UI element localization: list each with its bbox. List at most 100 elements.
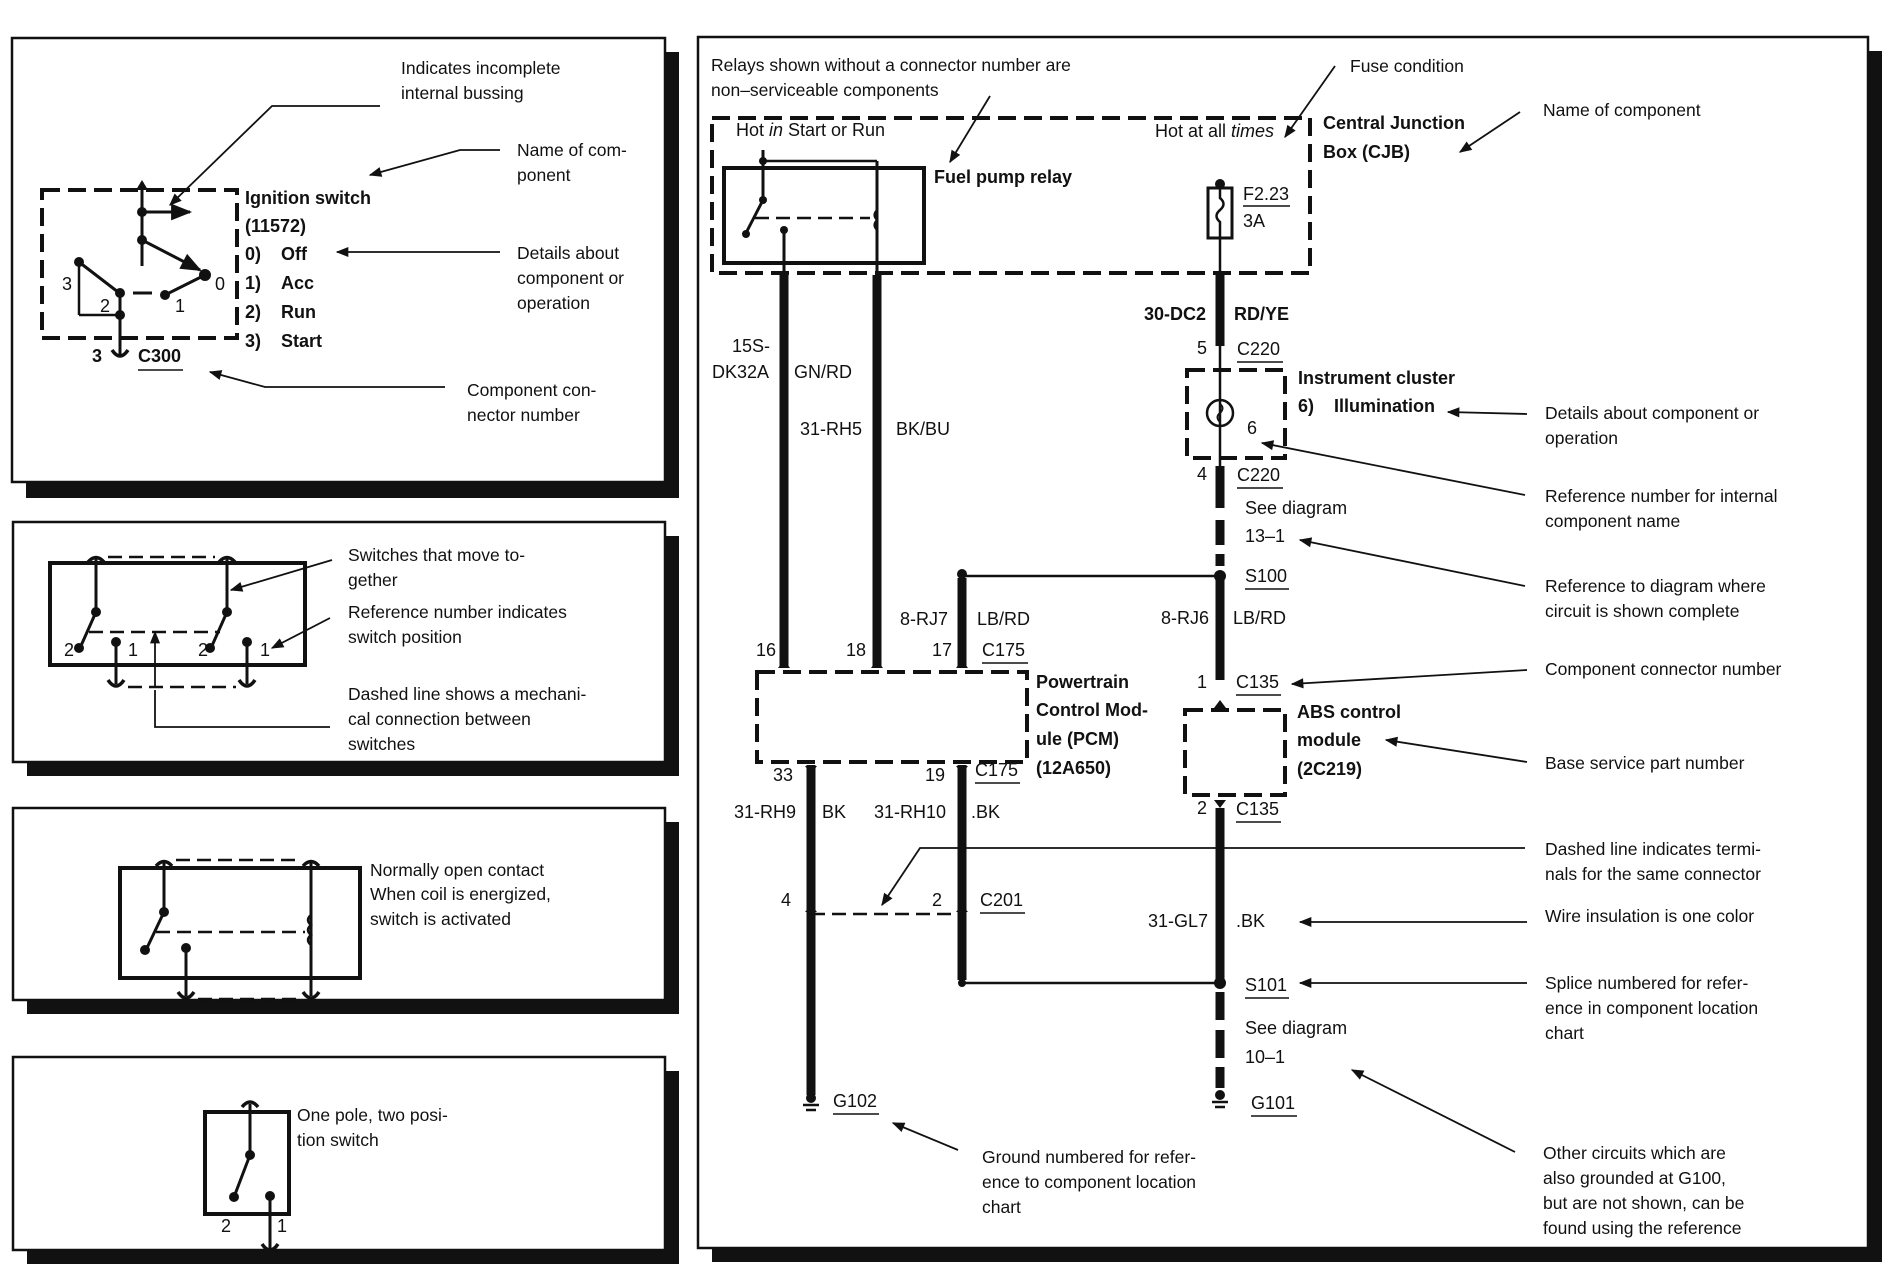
panel-relay: Normally open contact When coil is energ…	[11, 806, 679, 1014]
svg-text:Details about component or: Details about component or	[1545, 403, 1759, 423]
svg-text:Control Mod-: Control Mod-	[1036, 700, 1148, 720]
switch-pos-1: 1	[175, 296, 185, 316]
svg-text:component name: component name	[1545, 511, 1680, 531]
svg-text:Reference number indicates: Reference number indicates	[348, 602, 567, 622]
svg-text:C201: C201	[980, 890, 1023, 910]
svg-text:also grounded at G100,: also grounded at G100,	[1543, 1168, 1726, 1188]
svg-text:.BK: .BK	[971, 802, 1000, 822]
svg-text:4: 4	[781, 890, 791, 910]
svg-text:switches: switches	[348, 734, 415, 754]
svg-text:non–serviceable components: non–serviceable components	[711, 80, 939, 100]
svg-text:C175: C175	[975, 760, 1018, 780]
svg-text:2: 2	[1197, 798, 1207, 818]
svg-text:33: 33	[773, 765, 793, 785]
svg-text:Box (CJB): Box (CJB)	[1323, 142, 1410, 162]
svg-text:LB/RD: LB/RD	[977, 609, 1030, 629]
svg-text:Illumination: Illumination	[1334, 396, 1435, 416]
svg-text:16: 16	[756, 640, 776, 660]
fuel-pump-relay: Fuel pump relay	[722, 150, 1072, 278]
ground-g102: G102	[803, 1091, 879, 1115]
svg-text:10–1: 10–1	[1245, 1047, 1285, 1067]
svg-text:G101: G101	[1251, 1093, 1295, 1113]
svg-text:2): 2)	[245, 302, 261, 322]
svg-text:Start: Start	[281, 331, 322, 351]
svg-text:2: 2	[932, 890, 942, 910]
svg-text:1): 1)	[245, 273, 261, 293]
svg-text:GN/RD: GN/RD	[794, 362, 852, 382]
svg-text:nals for the same connector: nals for the same connector	[1545, 864, 1761, 884]
wire-labels: 15S- DK32A GN/RD 31-RH5 BK/BU 8-RJ7 LB/R…	[712, 304, 1289, 931]
svg-text:See diagram: See diagram	[1245, 1018, 1347, 1038]
svg-text:Component connector number: Component connector number	[1545, 659, 1782, 679]
svg-text:Run: Run	[281, 302, 316, 322]
relay-symbol	[118, 858, 362, 1001]
splice-s100: S100	[1245, 566, 1287, 586]
svg-text:0): 0)	[245, 244, 261, 264]
svg-text:nector number: nector number	[467, 405, 580, 425]
svg-text:Base service part number: Base service part number	[1545, 753, 1745, 773]
svg-text:ABS control: ABS control	[1297, 702, 1401, 722]
svg-text:LB/RD: LB/RD	[1233, 608, 1286, 628]
svg-text:C175: C175	[982, 640, 1025, 660]
svg-text:(2C219): (2C219)	[1297, 759, 1362, 779]
svg-text:ence in component location: ence in component location	[1545, 998, 1758, 1018]
svg-text:chart: chart	[982, 1197, 1021, 1217]
svg-text:31-RH9: 31-RH9	[734, 802, 796, 822]
svg-text:2: 2	[64, 640, 74, 660]
hot-in-start-run: Hot in Start or Run	[736, 120, 885, 140]
svg-text:circuit is shown complete: circuit is shown complete	[1545, 601, 1740, 621]
svg-text:gether: gether	[348, 570, 398, 590]
switch-pos-2: 2	[100, 296, 110, 316]
svg-text:Relays shown without a connect: Relays shown without a connector number …	[711, 55, 1071, 75]
svg-text:C220: C220	[1237, 339, 1280, 359]
svg-text:When coil is energized,: When coil is energized,	[370, 884, 551, 904]
svg-text:switch position: switch position	[348, 627, 462, 647]
svg-text:3): 3)	[245, 331, 261, 351]
splice-dot	[957, 569, 967, 579]
relay-note: Normally open contact	[370, 860, 544, 880]
position-list: 0) Off 1) Acc 2) Run 3) Start	[245, 244, 322, 351]
ground-g101: G101	[1212, 1090, 1297, 1117]
svg-text:Reference number for internal: Reference number for internal	[1545, 486, 1777, 506]
svg-text:1: 1	[277, 1216, 287, 1236]
svg-text:6): 6)	[1298, 396, 1314, 416]
single-pole-symbol: 2 1	[203, 1100, 291, 1252]
relay-name: Fuel pump relay	[934, 167, 1072, 187]
svg-text:operation: operation	[517, 293, 590, 313]
svg-text:ule (PCM): ule (PCM)	[1036, 729, 1119, 749]
cluster-name: Instrument cluster	[1298, 368, 1455, 388]
pcm-module: 16 18 17 C175 Powertrain Control Mod- ul…	[755, 640, 1148, 785]
svg-text:DK32A: DK32A	[712, 362, 769, 382]
svg-text:2: 2	[198, 640, 208, 660]
svg-text:Fuse condition: Fuse condition	[1350, 56, 1464, 76]
svg-text:3A: 3A	[1243, 211, 1265, 231]
svg-text:4: 4	[1197, 464, 1207, 484]
svg-text:Dashed line indicates termi-: Dashed line indicates termi-	[1545, 839, 1761, 859]
svg-text:Splice numbered for refer-: Splice numbered for refer-	[1545, 973, 1748, 993]
annotations: Indicates incomplete internal bussing Na…	[169, 58, 627, 425]
svg-text:2: 2	[221, 1216, 231, 1236]
cjb-name: Central Junction	[1323, 113, 1465, 133]
component-name: Ignition switch	[245, 188, 371, 208]
svg-text:17: 17	[932, 640, 952, 660]
svg-text:operation: operation	[1545, 428, 1618, 448]
svg-text:5: 5	[1197, 338, 1207, 358]
svg-text:F2.23: F2.23	[1243, 184, 1289, 204]
wires	[779, 275, 1226, 1095]
ganged-switch-symbol: 2 1 2 1	[48, 555, 307, 689]
svg-text:Details about: Details about	[517, 243, 619, 263]
abs-module: 1 C135 ABS control module (2C219) 2 C135	[1183, 672, 1401, 823]
see-diagram-ref: See diagram	[1245, 498, 1347, 518]
annotations: Switches that move to- gether Reference …	[154, 545, 586, 754]
svg-text:13–1: 13–1	[1245, 526, 1285, 546]
svg-text:C135: C135	[1236, 672, 1279, 692]
svg-text:chart: chart	[1545, 1023, 1584, 1043]
svg-text:1: 1	[260, 640, 270, 660]
splice-s100-dot	[1214, 570, 1226, 582]
connector-c201: 4 2 C201	[781, 890, 1025, 916]
svg-text:Acc: Acc	[281, 273, 314, 293]
svg-text:1: 1	[128, 640, 138, 660]
svg-text:ponent: ponent	[517, 165, 571, 185]
svg-text:component or: component or	[517, 268, 624, 288]
svg-text:BK: BK	[822, 802, 846, 822]
